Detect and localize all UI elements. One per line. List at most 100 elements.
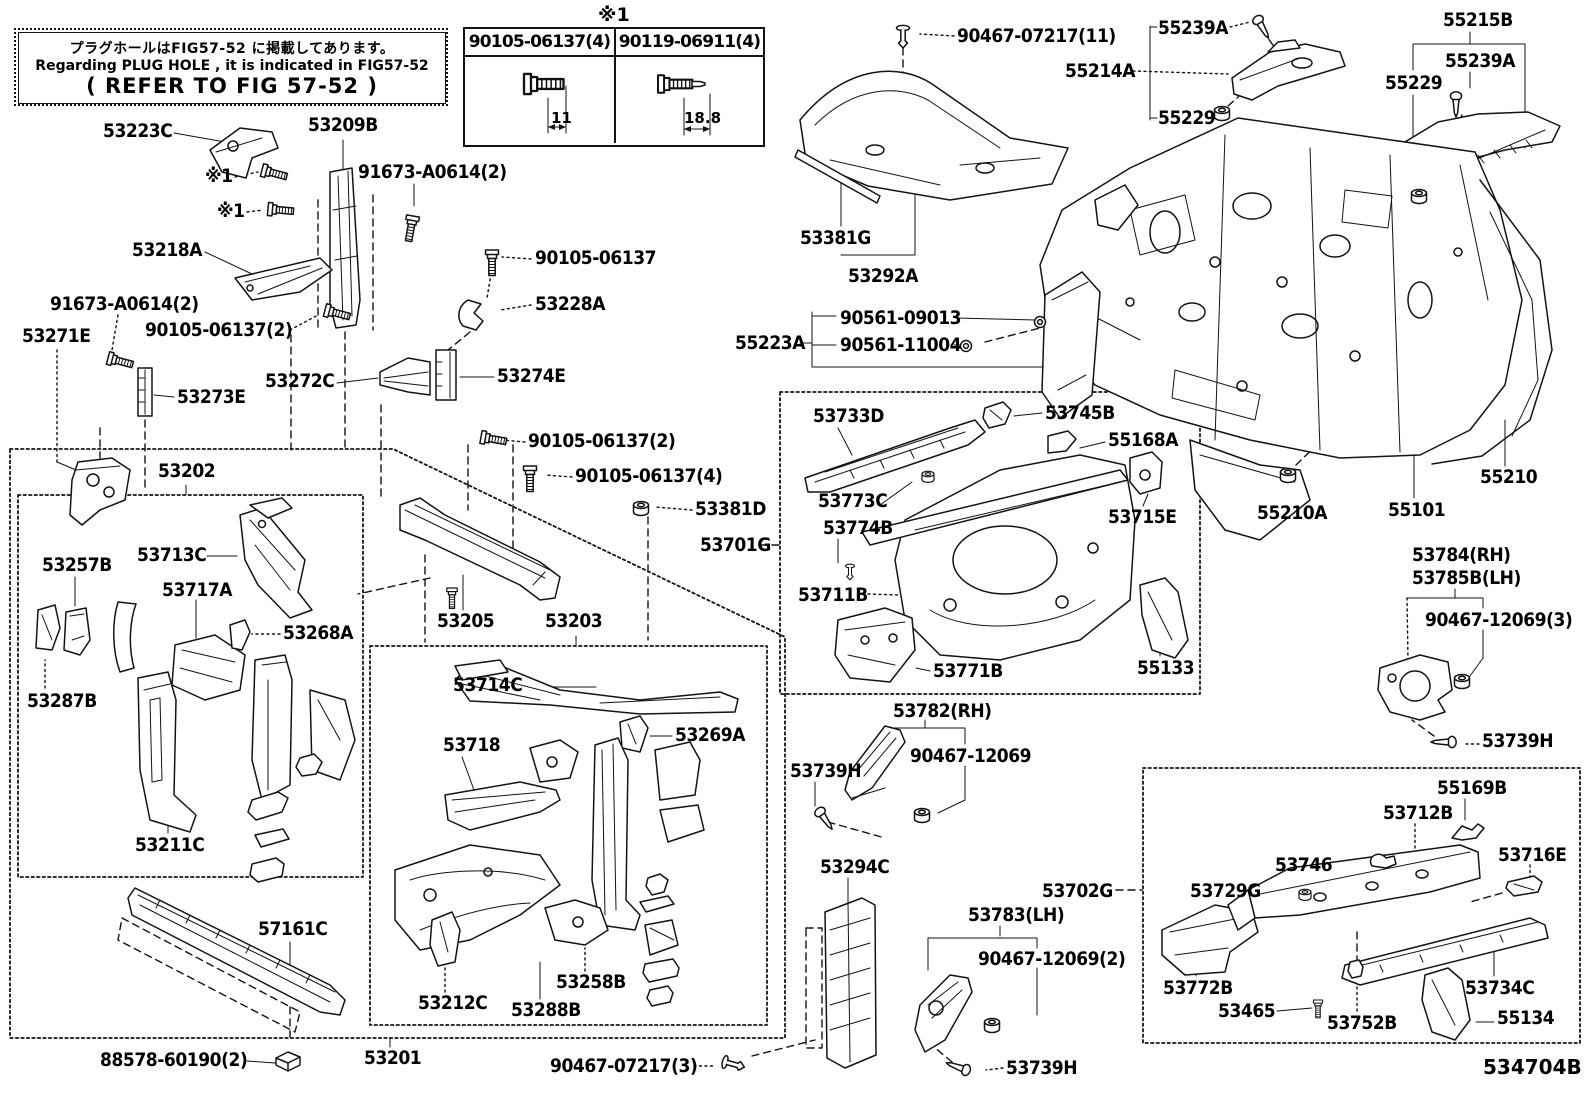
part-label-53718: 53718 bbox=[443, 734, 501, 756]
ref-table-left-dim: 11 bbox=[551, 109, 572, 127]
part-label-53739H: 53739H bbox=[1482, 730, 1554, 752]
group-boxes bbox=[9, 391, 1581, 1044]
part-label-55223A: 55223A bbox=[735, 332, 806, 354]
part-label-57161C: 57161C bbox=[258, 918, 328, 940]
part-label-53711B: 53711B bbox=[798, 584, 868, 606]
part-53223C bbox=[209, 127, 279, 179]
part-53205 bbox=[399, 497, 561, 601]
part-53714C bbox=[454, 659, 739, 715]
part-label-9046712069: 90467-12069 bbox=[910, 745, 1032, 767]
grommet-icon bbox=[983, 1017, 1001, 1034]
part-53294C bbox=[805, 897, 877, 1069]
note-box: プラグホールはFIG57-52 に掲載してあります。 Regarding PLU… bbox=[14, 28, 448, 106]
part-label-53381D: 53381D bbox=[695, 498, 766, 520]
part-label-53715E: 53715E bbox=[1108, 506, 1177, 528]
box-53203 bbox=[369, 645, 768, 1026]
part-apron-panel-right bbox=[251, 654, 293, 801]
part-label-53212C: 53212C bbox=[418, 992, 488, 1014]
part-label-53268A: 53268A bbox=[283, 622, 354, 644]
part-label-53774B: 53774B bbox=[823, 517, 893, 539]
ref-table-marker: ※1 bbox=[598, 4, 630, 26]
part-label-53712B: 53712B bbox=[1383, 802, 1453, 824]
bolt-icon bbox=[446, 587, 458, 610]
part-53752B bbox=[1347, 959, 1364, 979]
part-53745B bbox=[982, 401, 1012, 429]
bolt-icon bbox=[484, 249, 500, 277]
part-label-53782RH: 53782(RH) bbox=[893, 700, 992, 722]
part-55168A bbox=[1047, 430, 1077, 454]
bolt-icon bbox=[1312, 999, 1324, 1019]
part-55214A bbox=[1231, 39, 1346, 101]
part-label-55210: 55210 bbox=[1480, 466, 1538, 488]
part-53257B bbox=[63, 607, 91, 656]
part-label-53752B: 53752B bbox=[1327, 1012, 1397, 1034]
part-53718 bbox=[444, 781, 561, 831]
part-label-90467120693: 90467-12069(3) bbox=[1425, 609, 1573, 631]
part-label-90467120692: 90467-12069(2) bbox=[978, 948, 1126, 970]
part-53716E bbox=[1505, 875, 1543, 897]
note-line-japanese: プラグホールはFIG57-52 に掲載してあります。 bbox=[69, 41, 395, 57]
part-label-53745B: 53745B bbox=[1045, 402, 1115, 424]
part-label-53203: 53203 bbox=[545, 610, 603, 632]
ref-table-left-part: 90105-06137(4) bbox=[465, 29, 616, 57]
ref-table-right-dim: 18.8 bbox=[684, 109, 722, 127]
part-53274E bbox=[435, 349, 457, 401]
part-label-90105061372: 90105-06137(2) bbox=[528, 430, 676, 452]
part-label-9010506137: 90105-06137 bbox=[535, 247, 657, 269]
nut-icon bbox=[959, 339, 973, 353]
part-53783 bbox=[914, 974, 973, 1053]
part-53228A bbox=[458, 299, 484, 331]
part-label-91673A06142: 91673-A0614(2) bbox=[50, 293, 199, 315]
bolt-icon bbox=[266, 201, 295, 219]
part-label-55210A: 55210A bbox=[1257, 502, 1328, 524]
part-label-53729G: 53729G bbox=[1190, 880, 1261, 902]
screw-icon bbox=[943, 1056, 973, 1078]
grommet-icon bbox=[913, 807, 931, 824]
note-line-english: Regarding PLUG HOLE , it is indicated in… bbox=[35, 58, 429, 74]
part-label-1: ※1 bbox=[205, 165, 233, 187]
part-label-53274E: 53274E bbox=[497, 365, 566, 387]
part-label-53271E: 53271E bbox=[22, 325, 91, 347]
clip-icon bbox=[720, 1054, 747, 1075]
part-55134 bbox=[1421, 967, 1471, 1041]
part-53713C bbox=[239, 497, 313, 619]
grommet-icon bbox=[1298, 888, 1312, 902]
part-label-53209B: 53209B bbox=[308, 114, 378, 136]
box-53702G bbox=[1142, 767, 1581, 1044]
clip-icon bbox=[895, 24, 911, 49]
box-53201 bbox=[9, 448, 786, 1039]
clip-icon bbox=[844, 563, 856, 581]
part-label-55169B: 55169B bbox=[1437, 777, 1507, 799]
bolt-icon bbox=[522, 465, 538, 493]
part-label-53381G: 53381G bbox=[800, 227, 871, 249]
part-53715E bbox=[1129, 451, 1163, 495]
part-55101-dash-panel bbox=[1039, 117, 1523, 459]
part-label-53292A: 53292A bbox=[848, 265, 919, 287]
part-label-55133: 55133 bbox=[1137, 657, 1195, 679]
part-label-90105061372: 90105-06137(2) bbox=[145, 319, 293, 341]
part-53273E bbox=[137, 367, 153, 417]
part-label-53702G: 53702G bbox=[1042, 880, 1113, 902]
part-label-53211C: 53211C bbox=[135, 834, 205, 856]
part-label-88578601902: 88578-60190(2) bbox=[100, 1049, 248, 1071]
part-label-55134: 55134 bbox=[1497, 1007, 1555, 1029]
part-53784 bbox=[1377, 654, 1453, 721]
part-53272C bbox=[379, 357, 431, 396]
part-label-55101: 55101 bbox=[1388, 499, 1446, 521]
part-label-53714C: 53714C bbox=[453, 674, 523, 696]
part-label-53272C: 53272C bbox=[265, 370, 335, 392]
part-label-53205: 53205 bbox=[437, 610, 495, 632]
part-53271E bbox=[69, 457, 131, 526]
part-label-53287B: 53287B bbox=[27, 690, 97, 712]
screw-icon bbox=[1449, 91, 1463, 118]
part-apron-strip-left bbox=[112, 601, 137, 673]
part-55169B bbox=[1451, 823, 1485, 841]
bolt-icon bbox=[479, 429, 508, 449]
part-label-53739H: 53739H bbox=[1006, 1057, 1078, 1079]
bolt-icon bbox=[259, 162, 290, 184]
part-label-90105061374: 90105-06137(4) bbox=[575, 465, 723, 487]
part-label-55239A: 55239A bbox=[1158, 17, 1229, 39]
ref-table-right-part: 90119-06911(4) bbox=[616, 29, 763, 57]
part-label-53783LH: 53783(LH) bbox=[968, 904, 1065, 926]
